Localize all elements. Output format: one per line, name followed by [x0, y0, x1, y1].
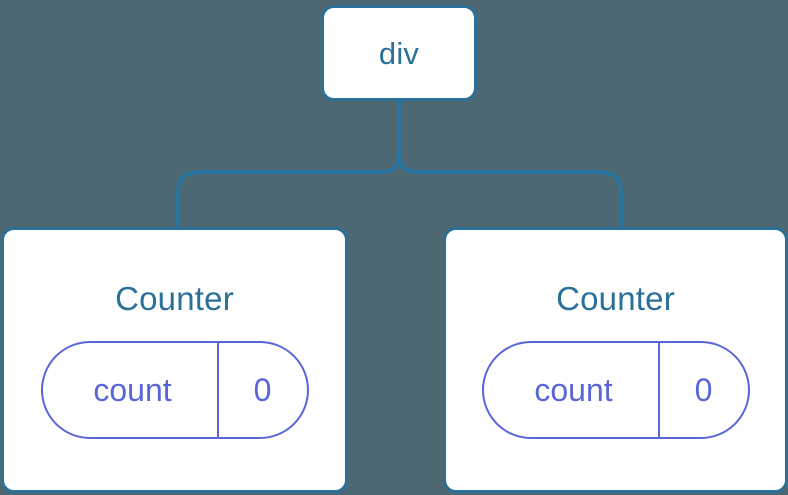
- connector-root-to-right-child: [397, 99, 623, 229]
- state-value-label: 0: [253, 372, 272, 408]
- node-counter-left[interactable]: Counter count 0: [1, 227, 348, 493]
- state-value-label: 0: [694, 372, 713, 408]
- state-badge-count-left[interactable]: count 0: [40, 341, 309, 439]
- node-counter-left-label: Counter: [115, 280, 234, 317]
- connector-root-to-left-child: [176, 99, 401, 229]
- state-badge-count-right[interactable]: count 0: [481, 341, 750, 439]
- state-key-label: count: [43, 343, 219, 437]
- node-counter-right[interactable]: Counter count 0: [443, 227, 788, 493]
- node-div-label: div: [378, 35, 420, 71]
- node-counter-right-label: Counter: [556, 280, 675, 317]
- node-div[interactable]: div: [321, 5, 477, 101]
- state-key-label: count: [484, 343, 660, 437]
